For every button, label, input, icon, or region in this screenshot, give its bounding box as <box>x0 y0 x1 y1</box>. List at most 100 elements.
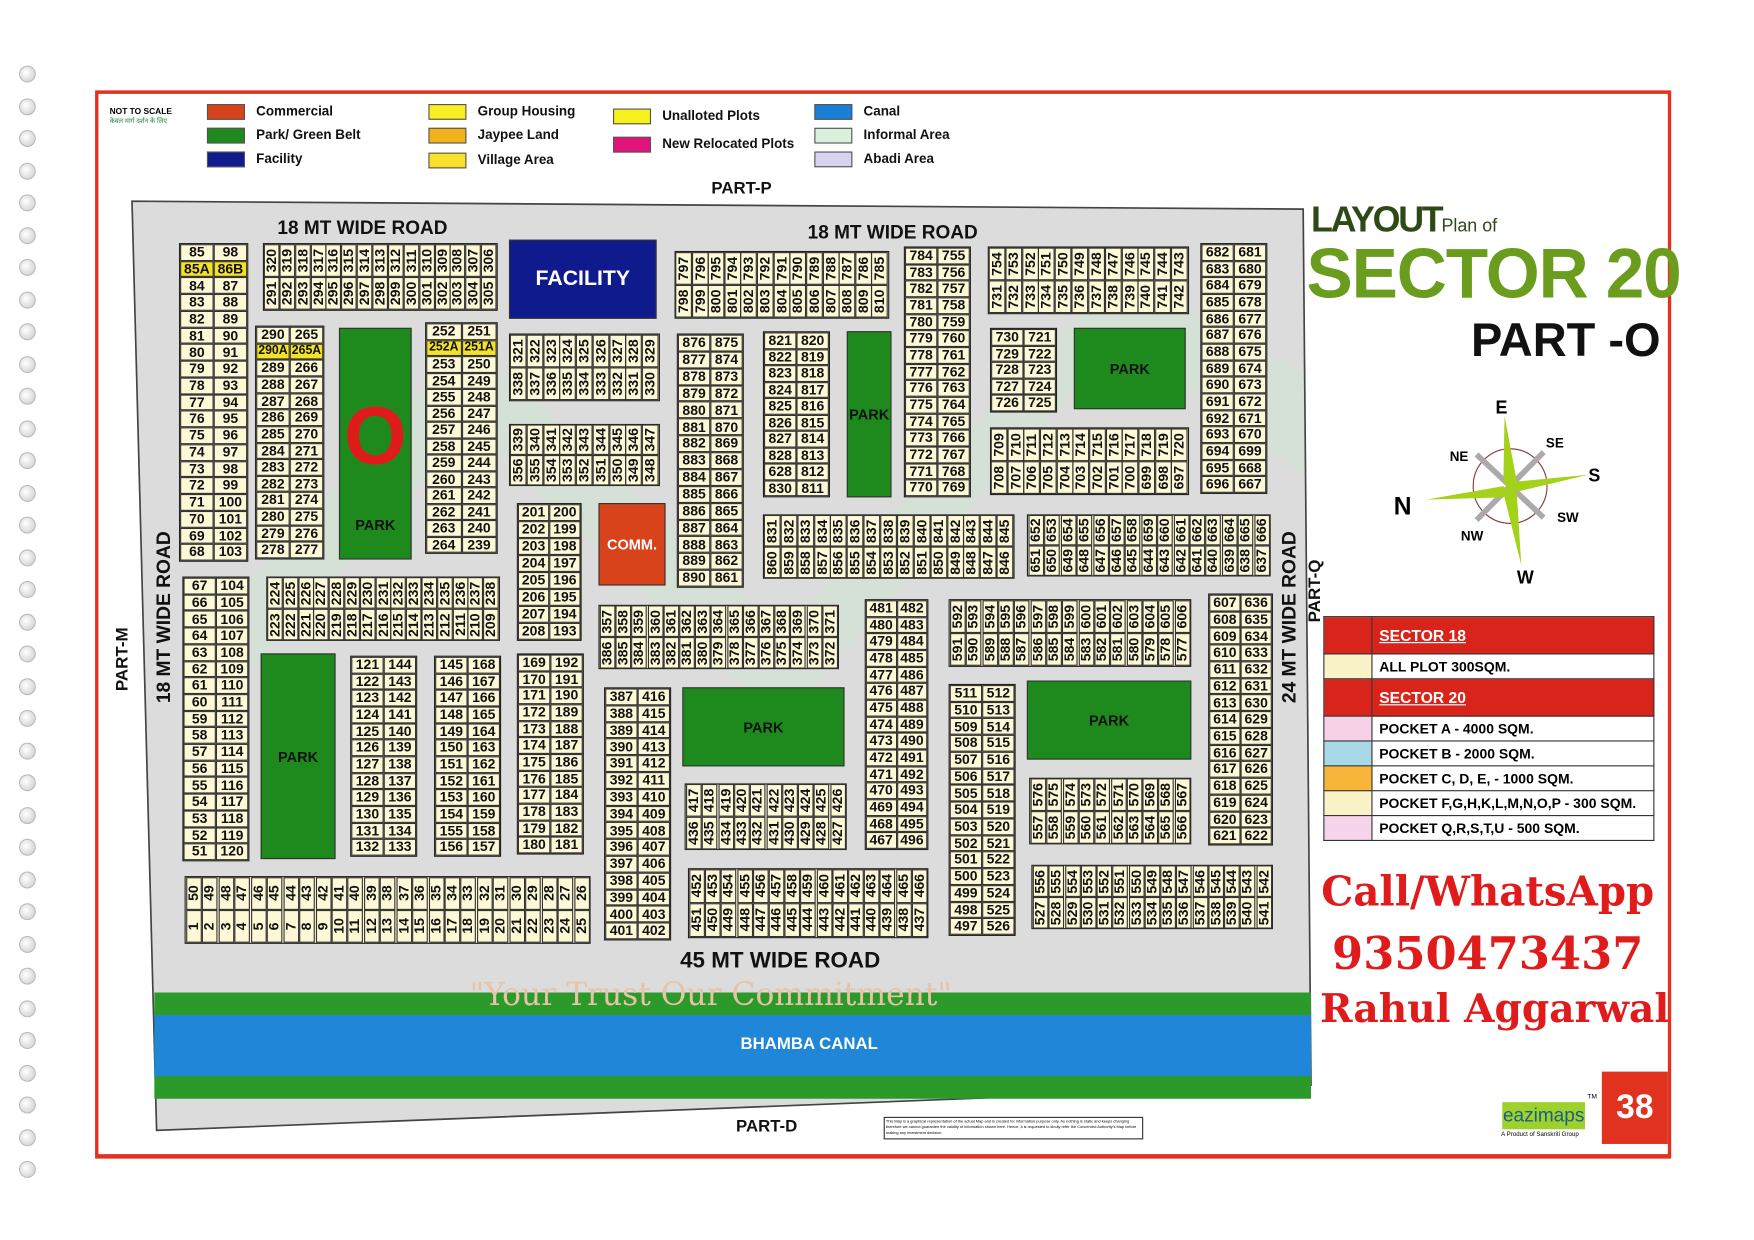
plot-cell[interactable]: 408 <box>637 822 671 839</box>
plot-cell[interactable]: 640 <box>1205 545 1222 576</box>
plot-cell[interactable]: 85 <box>180 244 214 261</box>
plot-cell[interactable]: 801 <box>724 284 742 318</box>
plot-cell[interactable]: 869 <box>710 435 743 453</box>
plot-cell[interactable]: 833 <box>797 515 814 547</box>
plot-cell[interactable]: 844 <box>980 515 997 547</box>
plot-cell[interactable]: 676 <box>1233 327 1267 344</box>
plot-cell[interactable]: 162 <box>467 756 501 773</box>
plot-cell[interactable]: 737 <box>1088 280 1105 314</box>
plot-cell[interactable]: 56 <box>183 760 216 778</box>
plot-cell[interactable]: 706 <box>1023 461 1041 494</box>
plot-cell[interactable]: 835 <box>830 515 848 547</box>
plot-cell[interactable]: 460 <box>816 869 833 904</box>
plot-cell[interactable]: 457 <box>768 869 785 904</box>
plot-cell[interactable]: 708 <box>991 461 1008 494</box>
plot-cell[interactable]: 471 <box>865 766 897 783</box>
plot-cell[interactable]: 472 <box>865 749 897 767</box>
plot-cell[interactable]: 290 <box>256 326 290 344</box>
plot-cell[interactable]: 830 <box>764 479 797 497</box>
plot-cell[interactable]: 253 <box>426 356 462 373</box>
plot-cell[interactable]: 863 <box>710 536 743 554</box>
plot-cell[interactable]: 595 <box>997 600 1014 634</box>
plot-cell[interactable]: 548 <box>1160 865 1177 897</box>
plot-cell[interactable]: 770 <box>904 479 938 497</box>
plot-cell[interactable]: 108 <box>215 644 249 661</box>
plot-cell[interactable]: 784 <box>904 247 938 265</box>
plot-cell[interactable]: 131 <box>351 822 384 840</box>
plot-cell[interactable]: 553 <box>1080 865 1097 897</box>
plot-cell[interactable]: 541 <box>1255 896 1272 929</box>
plot-cell[interactable]: 760 <box>937 330 970 348</box>
plot-cell[interactable]: 473 <box>865 732 897 750</box>
plot-cell[interactable]: 598 <box>1045 600 1062 634</box>
plot-cell[interactable]: 362 <box>678 605 695 637</box>
plot-cell[interactable]: 338 <box>510 367 527 401</box>
plot-cell[interactable]: 512 <box>982 685 1015 702</box>
plot-cell[interactable]: 753 <box>1005 247 1023 281</box>
plot-cell[interactable]: 12 <box>363 909 380 943</box>
plot-cell[interactable]: 624 <box>1240 794 1272 812</box>
plot-cell[interactable]: 838 <box>880 515 898 547</box>
plot-cell[interactable]: 513 <box>982 701 1015 719</box>
plot-cell[interactable]: 469 <box>865 799 897 816</box>
plot-cell[interactable]: 526 <box>982 918 1015 935</box>
plot-cell[interactable]: 77 <box>180 394 214 411</box>
plot-cell[interactable]: 562 <box>1110 811 1127 844</box>
plot-cell[interactable]: 149 <box>435 723 468 740</box>
plot-cell[interactable]: 731 <box>988 280 1006 314</box>
plot-cell[interactable]: 552 <box>1096 865 1113 897</box>
plot-cell[interactable]: 500 <box>949 868 983 885</box>
plot-cell[interactable]: 502 <box>949 834 983 852</box>
plot-cell[interactable]: 99 <box>213 477 248 495</box>
plot-cell[interactable]: 67 <box>183 577 216 595</box>
plot-cell[interactable]: 31 <box>492 877 509 910</box>
plot-cell[interactable]: 655 <box>1076 515 1093 546</box>
plot-cell[interactable]: 666 <box>1253 515 1270 546</box>
plot-cell[interactable]: 400 <box>605 905 638 923</box>
plot-cell[interactable]: 579 <box>1142 633 1159 666</box>
plot-cell[interactable]: 751 <box>1038 247 1056 281</box>
plot-cell[interactable]: 618 <box>1209 777 1241 795</box>
plot-cell[interactable]: 551 <box>1112 865 1129 897</box>
plot-cell[interactable]: 508 <box>949 734 983 752</box>
plot-cell[interactable]: 560 <box>1078 811 1095 844</box>
plot-cell[interactable]: 140 <box>383 723 417 740</box>
plot-cell[interactable]: 574 <box>1062 778 1079 812</box>
plot-cell[interactable]: 691 <box>1201 393 1234 410</box>
plot-cell[interactable]: 849 <box>946 546 964 578</box>
plot-cell[interactable]: 312 <box>388 244 404 277</box>
plot-cell[interactable]: 484 <box>896 633 928 650</box>
plot-cell[interactable]: 130 <box>351 805 384 823</box>
plot-cell[interactable]: 496 <box>896 832 928 849</box>
plot-cell[interactable]: 565 <box>1158 811 1175 844</box>
plot-cell[interactable]: 407 <box>637 838 671 856</box>
plot-cell[interactable]: 448 <box>736 903 753 938</box>
plot-cell[interactable]: 772 <box>904 446 938 464</box>
plot-cell[interactable]: 840 <box>913 515 931 547</box>
plot-cell[interactable]: 702 <box>1089 461 1106 494</box>
plot-cell[interactable]: 650 <box>1044 545 1061 576</box>
plot-cell[interactable]: 670 <box>1233 426 1267 444</box>
plot-cell[interactable]: 214 <box>406 608 422 640</box>
plot-cell[interactable]: 887 <box>677 519 711 537</box>
plot-cell[interactable]: 97 <box>213 444 248 461</box>
plot-cell[interactable]: 575 <box>1046 778 1063 812</box>
plot-cell[interactable]: 481 <box>865 600 897 617</box>
plot-cell[interactable]: 380 <box>694 636 711 669</box>
plot-cell[interactable]: 607 <box>1209 594 1241 612</box>
plot-cell[interactable]: 430 <box>781 816 798 849</box>
plot-cell[interactable]: 628 <box>764 463 797 480</box>
plot-cell[interactable]: 490 <box>896 732 928 750</box>
plot-cell[interactable]: 749 <box>1071 247 1089 281</box>
plot-cell[interactable]: 98 <box>213 244 248 261</box>
plot-cell[interactable]: 652 <box>1027 515 1045 546</box>
plot-cell[interactable]: 360 <box>647 605 664 637</box>
plot-cell[interactable]: 848 <box>963 546 981 578</box>
plot-cell[interactable]: 782 <box>904 280 938 298</box>
plot-cell[interactable]: 870 <box>710 418 743 436</box>
plot-cell[interactable]: 671 <box>1233 409 1267 427</box>
plot-cell[interactable]: 432 <box>749 816 766 849</box>
plot-cell[interactable]: 648 <box>1076 545 1093 576</box>
plot-cell[interactable]: 25 <box>573 909 590 943</box>
plot-cell[interactable]: 851 <box>913 546 931 578</box>
